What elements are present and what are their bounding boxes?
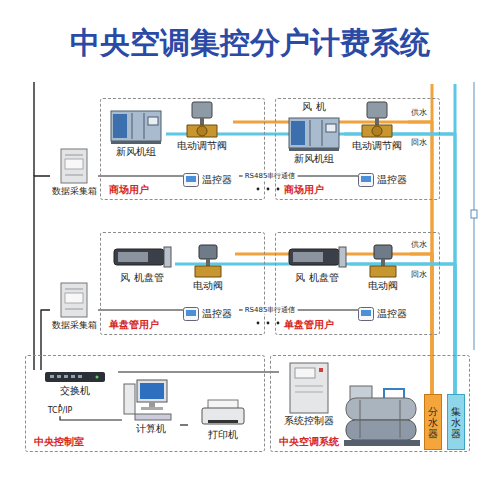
valve-icon <box>359 101 395 139</box>
device-node: 温控器 <box>183 299 239 329</box>
device-label: 新风机组 <box>294 153 334 165</box>
device-node: 风 机盘管 <box>284 241 350 301</box>
device-node: 数据采集箱 <box>50 148 98 206</box>
device-node: 系统控制器 <box>279 362 339 432</box>
device-node: 温控器 <box>358 299 414 329</box>
group-label: 中央控制室 <box>34 436 84 448</box>
device-node: 风 机新风机组 <box>284 101 344 167</box>
water-pipe <box>233 122 432 394</box>
pipe-label: 回水 <box>411 270 427 280</box>
diagram-title: 中央空调集控分户计费系统 <box>0 24 500 62</box>
water-pipe <box>432 84 455 134</box>
device-label: 计算机 <box>136 423 166 435</box>
device-label: 数据采集箱 <box>52 185 97 197</box>
device-label: 数据采集箱 <box>52 319 97 331</box>
pipe-label: 供水 <box>411 240 427 250</box>
device-node: 风 机盘管 <box>109 241 175 301</box>
sw-icon <box>44 370 106 384</box>
thermo-icon <box>358 173 374 187</box>
device-node: 打印机 <box>188 398 258 446</box>
device-label: 温控器 <box>377 308 407 320</box>
group-label: 中央空调系统 <box>279 436 339 448</box>
manifold-label: 集水器 <box>451 406 461 439</box>
manifold-box: 集水器 <box>447 394 465 450</box>
ctl-icon <box>289 362 329 414</box>
device-label: 温控器 <box>202 174 232 186</box>
device-node: 计算机 <box>122 378 180 442</box>
device-label: 电动调节阀 <box>177 140 227 152</box>
device-node: 交换机 <box>32 370 118 404</box>
group-box: 商场用户 新风机组 电动调节阀温控器 <box>100 98 265 200</box>
signal-line <box>118 371 279 372</box>
evalve-icon <box>192 243 224 279</box>
ahu-icon <box>288 114 340 152</box>
group-label: 商场用户 <box>284 184 324 196</box>
device-node: 电动调节阀 <box>171 101 233 159</box>
fcu-icon <box>287 241 347 271</box>
signal-line <box>98 309 183 310</box>
pipe-label: 供水 <box>411 108 427 118</box>
device-label: 温控器 <box>377 174 407 186</box>
valve-icon <box>184 101 220 139</box>
group-box: 中央控制室 交换机计算机打印机 <box>25 355 265 452</box>
device-label: 电动调节阀 <box>352 140 402 152</box>
thermo-icon <box>358 307 374 321</box>
group-label: 单盘管用户 <box>284 319 334 331</box>
device-label: 新风机组 <box>116 146 156 158</box>
device-label: 风 机盘管 <box>120 272 163 284</box>
thermo-icon <box>183 307 199 321</box>
signal-line <box>180 424 188 425</box>
chiller-unit <box>344 386 420 446</box>
signal-line <box>41 310 50 370</box>
edge-label: RS485串行通信 <box>243 306 298 314</box>
device-label: 打印机 <box>208 429 238 441</box>
signal-line <box>34 176 50 370</box>
device-node: 数据采集箱 <box>50 282 98 340</box>
device-node: 电动阀 <box>356 243 410 297</box>
device-label: 风 机 <box>302 101 325 113</box>
pc-icon <box>123 378 179 422</box>
coll-icon <box>60 282 88 318</box>
water-pipe <box>408 122 432 394</box>
coll-icon <box>60 148 88 184</box>
manifold-label: 分水器 <box>428 406 438 439</box>
prn-icon <box>198 398 248 428</box>
device-label: 交换机 <box>60 385 90 397</box>
edge-label: RS485串行通信 <box>243 172 298 180</box>
thermo-icon <box>183 173 199 187</box>
device-node: 电动阀 <box>181 243 235 297</box>
fcu-icon <box>112 241 172 271</box>
device-node: 温控器 <box>358 165 414 195</box>
group-box: 单盘管用户 风 机盘管电动阀温控器 <box>100 232 265 335</box>
water-pipe <box>175 264 455 394</box>
evalve-icon <box>367 243 399 279</box>
edge-label: TCP/IP <box>46 406 75 416</box>
group-label: 单盘管用户 <box>109 319 159 331</box>
group-label: 商场用户 <box>109 184 149 196</box>
device-label: 温控器 <box>202 308 232 320</box>
group-box: 中央空调系统系统控制器 分水器 集水器 <box>270 355 470 452</box>
device-label: 系统控制器 <box>284 415 334 427</box>
pipe-label: 回水 <box>411 138 427 148</box>
water-pipe <box>410 254 432 394</box>
manifold-box: 分水器 <box>424 394 442 450</box>
device-label: 风 机盘管 <box>295 272 338 284</box>
device-node: 电动调节阀 <box>346 101 408 159</box>
device-label: 电动阀 <box>368 280 398 292</box>
device-label: 电动阀 <box>193 280 223 292</box>
device-node: 温控器 <box>183 165 239 195</box>
signal-line <box>98 175 183 176</box>
ahu-icon <box>110 107 162 145</box>
device-node: 新风机组 <box>106 107 166 169</box>
